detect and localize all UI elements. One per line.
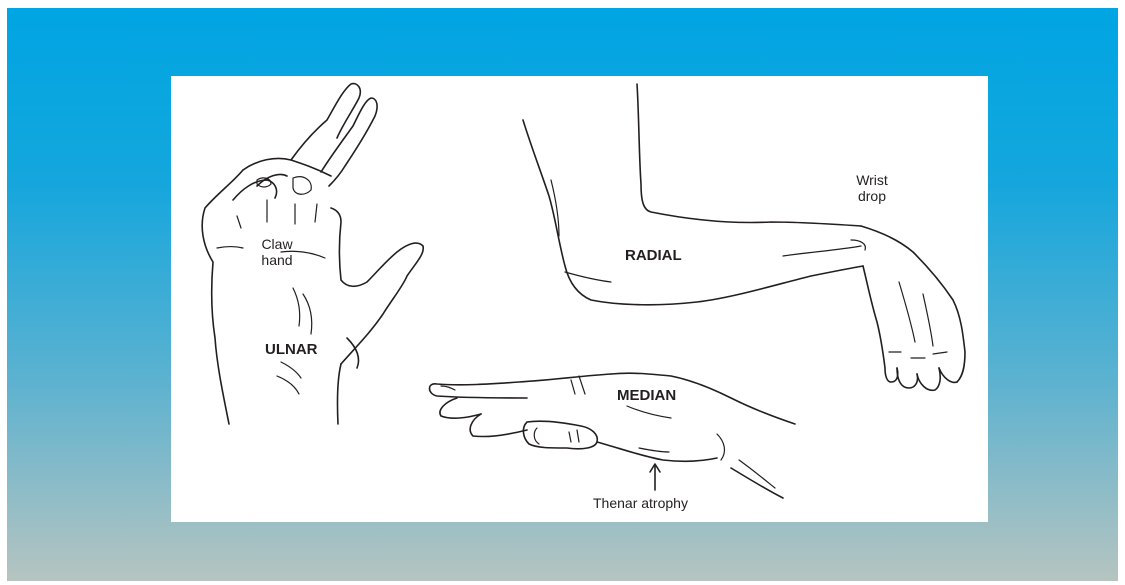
thenar-atrophy-drawing — [430, 373, 796, 498]
ulnar-label: ULNAR — [265, 342, 318, 358]
wrist-drop-label: Wrist drop — [837, 172, 907, 204]
claw-hand-label: Claw hand — [242, 236, 312, 268]
nerve-palsy-illustration — [171, 76, 988, 522]
claw-hand-drawing — [202, 84, 423, 424]
thenar-atrophy-label: Thenar atrophy — [593, 495, 688, 511]
radial-label: RADIAL — [625, 248, 682, 264]
wrist-drop-drawing — [523, 84, 965, 390]
median-label: MEDIAN — [617, 388, 676, 404]
illustration-panel: Claw hand ULNAR RADIAL Wrist drop MEDIAN… — [171, 76, 988, 522]
background-frame: Claw hand ULNAR RADIAL Wrist drop MEDIAN… — [7, 8, 1118, 581]
